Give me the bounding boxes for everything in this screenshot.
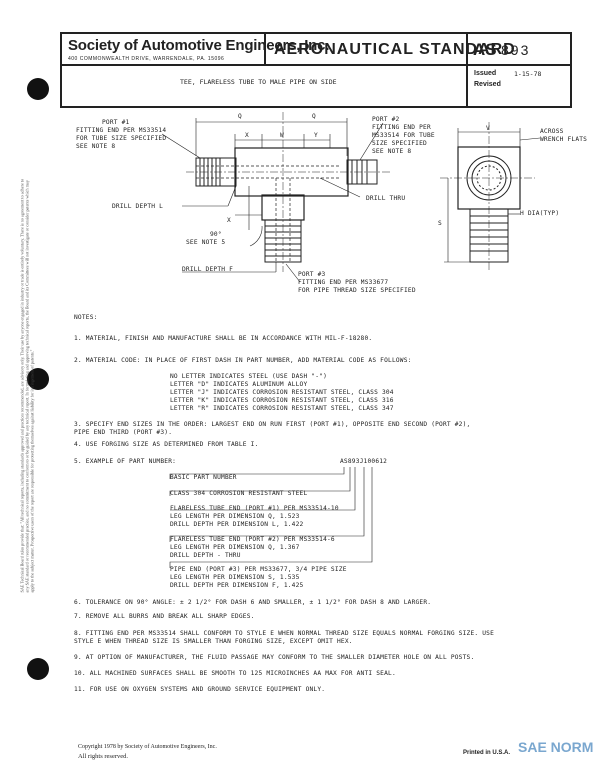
sae-norm-watermark: SAE NORM xyxy=(518,739,594,755)
dim-q1: Q xyxy=(238,113,242,120)
dim-x: X xyxy=(245,132,249,139)
note-8-cont: STYLE E WHEN THREAD SIZE IS SMALLER THAN… xyxy=(74,638,353,645)
note-1: 1. MATERIAL, FINISH AND MANUFACTURE SHAL… xyxy=(74,335,373,342)
port2-line-2: MS33514 FOR TUBE xyxy=(372,132,435,139)
copyright: Copyright 1978 by Society of Automotive … xyxy=(78,744,217,750)
port1-title: PORT #1 xyxy=(102,119,130,126)
revised-label: Revised xyxy=(474,81,501,88)
note-9: 9. AT OPTION OF MANUFACTURER, THE FLUID … xyxy=(74,654,475,661)
note-7: 7. REMOVE ALL BURRS AND BREAK ALL SHARP … xyxy=(74,613,255,620)
example-part-number: AS893J100612 xyxy=(340,458,388,465)
material-code-4: LETTER "K" INDICATES CORROSION RESISTANT… xyxy=(170,397,394,404)
example-basic: BASIC PART NUMBER xyxy=(170,474,237,481)
note-5: 5. EXAMPLE OF PART NUMBER: xyxy=(74,458,177,465)
across-flats-2: WRENCH FLATS xyxy=(540,136,588,143)
as-number-box: AS 893 xyxy=(466,32,572,66)
dim-q2: Q xyxy=(312,113,316,120)
as-number: 893 xyxy=(501,42,531,58)
note-3-cont: PIPE END THIRD (PORT #3). xyxy=(74,429,173,436)
dim-w: W xyxy=(280,132,284,139)
rights: All rights reserved. xyxy=(78,753,129,760)
note-2: 2. MATERIAL CODE: IN PLACE OF FIRST DASH… xyxy=(74,357,412,364)
port1-line-1: FITTING END PER MS33514 xyxy=(76,127,167,134)
dim-v: V xyxy=(486,125,490,132)
punch-hole-middle xyxy=(27,368,49,390)
punch-hole-top xyxy=(27,78,49,100)
material-code-3: LETTER "J" INDICATES CORROSION RESISTANT… xyxy=(170,389,394,396)
note-10: 10. ALL MACHINED SURFACES SHALL BE SMOOT… xyxy=(74,670,396,677)
dia-typ: H DIA(TYP) xyxy=(520,210,560,217)
port2-title: PORT #2 xyxy=(372,116,400,123)
example-port2-3: DRILL DEPTH - THRU xyxy=(170,552,241,559)
drill-thru: DRILL THRU xyxy=(366,195,406,202)
drill-depth-l: DRILL DEPTH L xyxy=(112,203,164,210)
material-code-5: LETTER "R" INDICATES CORROSION RESISTANT… xyxy=(170,405,394,412)
note-11: 11. FOR USE ON OXYGEN SYSTEMS AND GROUND… xyxy=(74,686,326,693)
example-port3-1: PIPE END (PORT #3) PER MS33677, 3/4 PIPE… xyxy=(170,566,347,573)
port2-line-4: SEE NOTE 8 xyxy=(372,148,412,155)
dim-x-lower: X xyxy=(227,217,231,224)
issued-label: Issued xyxy=(474,70,497,77)
example-class: CLASS 304 CORROSION RESISTANT STEEL xyxy=(170,490,308,497)
port1-line-2: FOR TUBE SIZE SPECIFIED xyxy=(76,135,167,142)
society-address: 400 COMMONWEALTH DRIVE, WARRENDALE, PA. … xyxy=(68,56,225,62)
angle-label: 90° xyxy=(210,231,222,238)
dim-y: Y xyxy=(314,132,318,139)
port3-line-2: FOR PIPE THREAD SIZE SPECIFIED xyxy=(298,287,416,294)
example-port3-3: DRILL DEPTH PER DIMENSION F, 1.425 xyxy=(170,582,304,589)
angle-note: SEE NOTE 5 xyxy=(186,239,226,246)
doc-title: TEE, FLARELESS TUBE TO MALE PIPE ON SIDE xyxy=(180,78,337,86)
example-port2-1: FLARELESS TUBE END (PORT #2) PER MS33514… xyxy=(170,536,335,543)
note-4: 4. USE FORGING SIZE AS DETERMINED FROM T… xyxy=(74,441,259,448)
notes-label: NOTES: xyxy=(74,314,98,321)
port2-line-3: SIZE SPECIFIED xyxy=(372,140,427,147)
note-6: 6. TOLERANCE ON 90° ANGLE: ± 2 1/2° FOR … xyxy=(74,599,432,606)
dim-s: S xyxy=(438,220,442,227)
port3-line-1: FITTING END PER MS33677 xyxy=(298,279,389,286)
issued-date: 1-15-78 xyxy=(514,70,542,78)
port1-line-3: SEE NOTE 8 xyxy=(76,143,116,150)
drill-depth-f: DRILL DEPTH F xyxy=(182,266,234,273)
title-block: Society of Automotive Engineers, Inc. 40… xyxy=(60,32,572,110)
example-port2-2: LEG LENGTH PER DIMENSION Q, 1.367 xyxy=(170,544,300,551)
example-port1-2: LEG LENGTH PER DIMENSION Q, 1.523 xyxy=(170,513,300,520)
as-label: AS xyxy=(473,40,497,59)
issued-box: Issued 1-15-78 Revised xyxy=(466,66,572,108)
across-flats-1: ACROSS xyxy=(540,128,564,135)
example-port3-2: LEG LENGTH PER DIMENSION S, 1.535 xyxy=(170,574,300,581)
note-8: 8. FITTING END PER MS33514 SHALL CONFORM… xyxy=(74,630,494,637)
example-port1-3: DRILL DEPTH PER DIMENSION L, 1.422 xyxy=(170,521,304,528)
example-port1-1: FLARELESS TUBE END (PORT #1) PER MS33514… xyxy=(170,505,339,512)
standard-type: AERONAUTICAL STANDARD xyxy=(274,41,516,58)
punch-hole-bottom xyxy=(27,658,49,680)
port2-line-1: FITTING END PER xyxy=(372,124,431,131)
material-code-2: LETTER "D" INDICATES ALUMINUM ALLOY xyxy=(170,381,308,388)
port3-title: PORT #3 xyxy=(298,271,326,278)
printed: Printed in U.S.A. xyxy=(463,750,511,756)
material-code-1: NO LETTER INDICATES STEEL (USE DASH "-") xyxy=(170,373,328,380)
note-3: 3. SPECIFY END SIZES IN THE ORDER: LARGE… xyxy=(74,421,471,428)
